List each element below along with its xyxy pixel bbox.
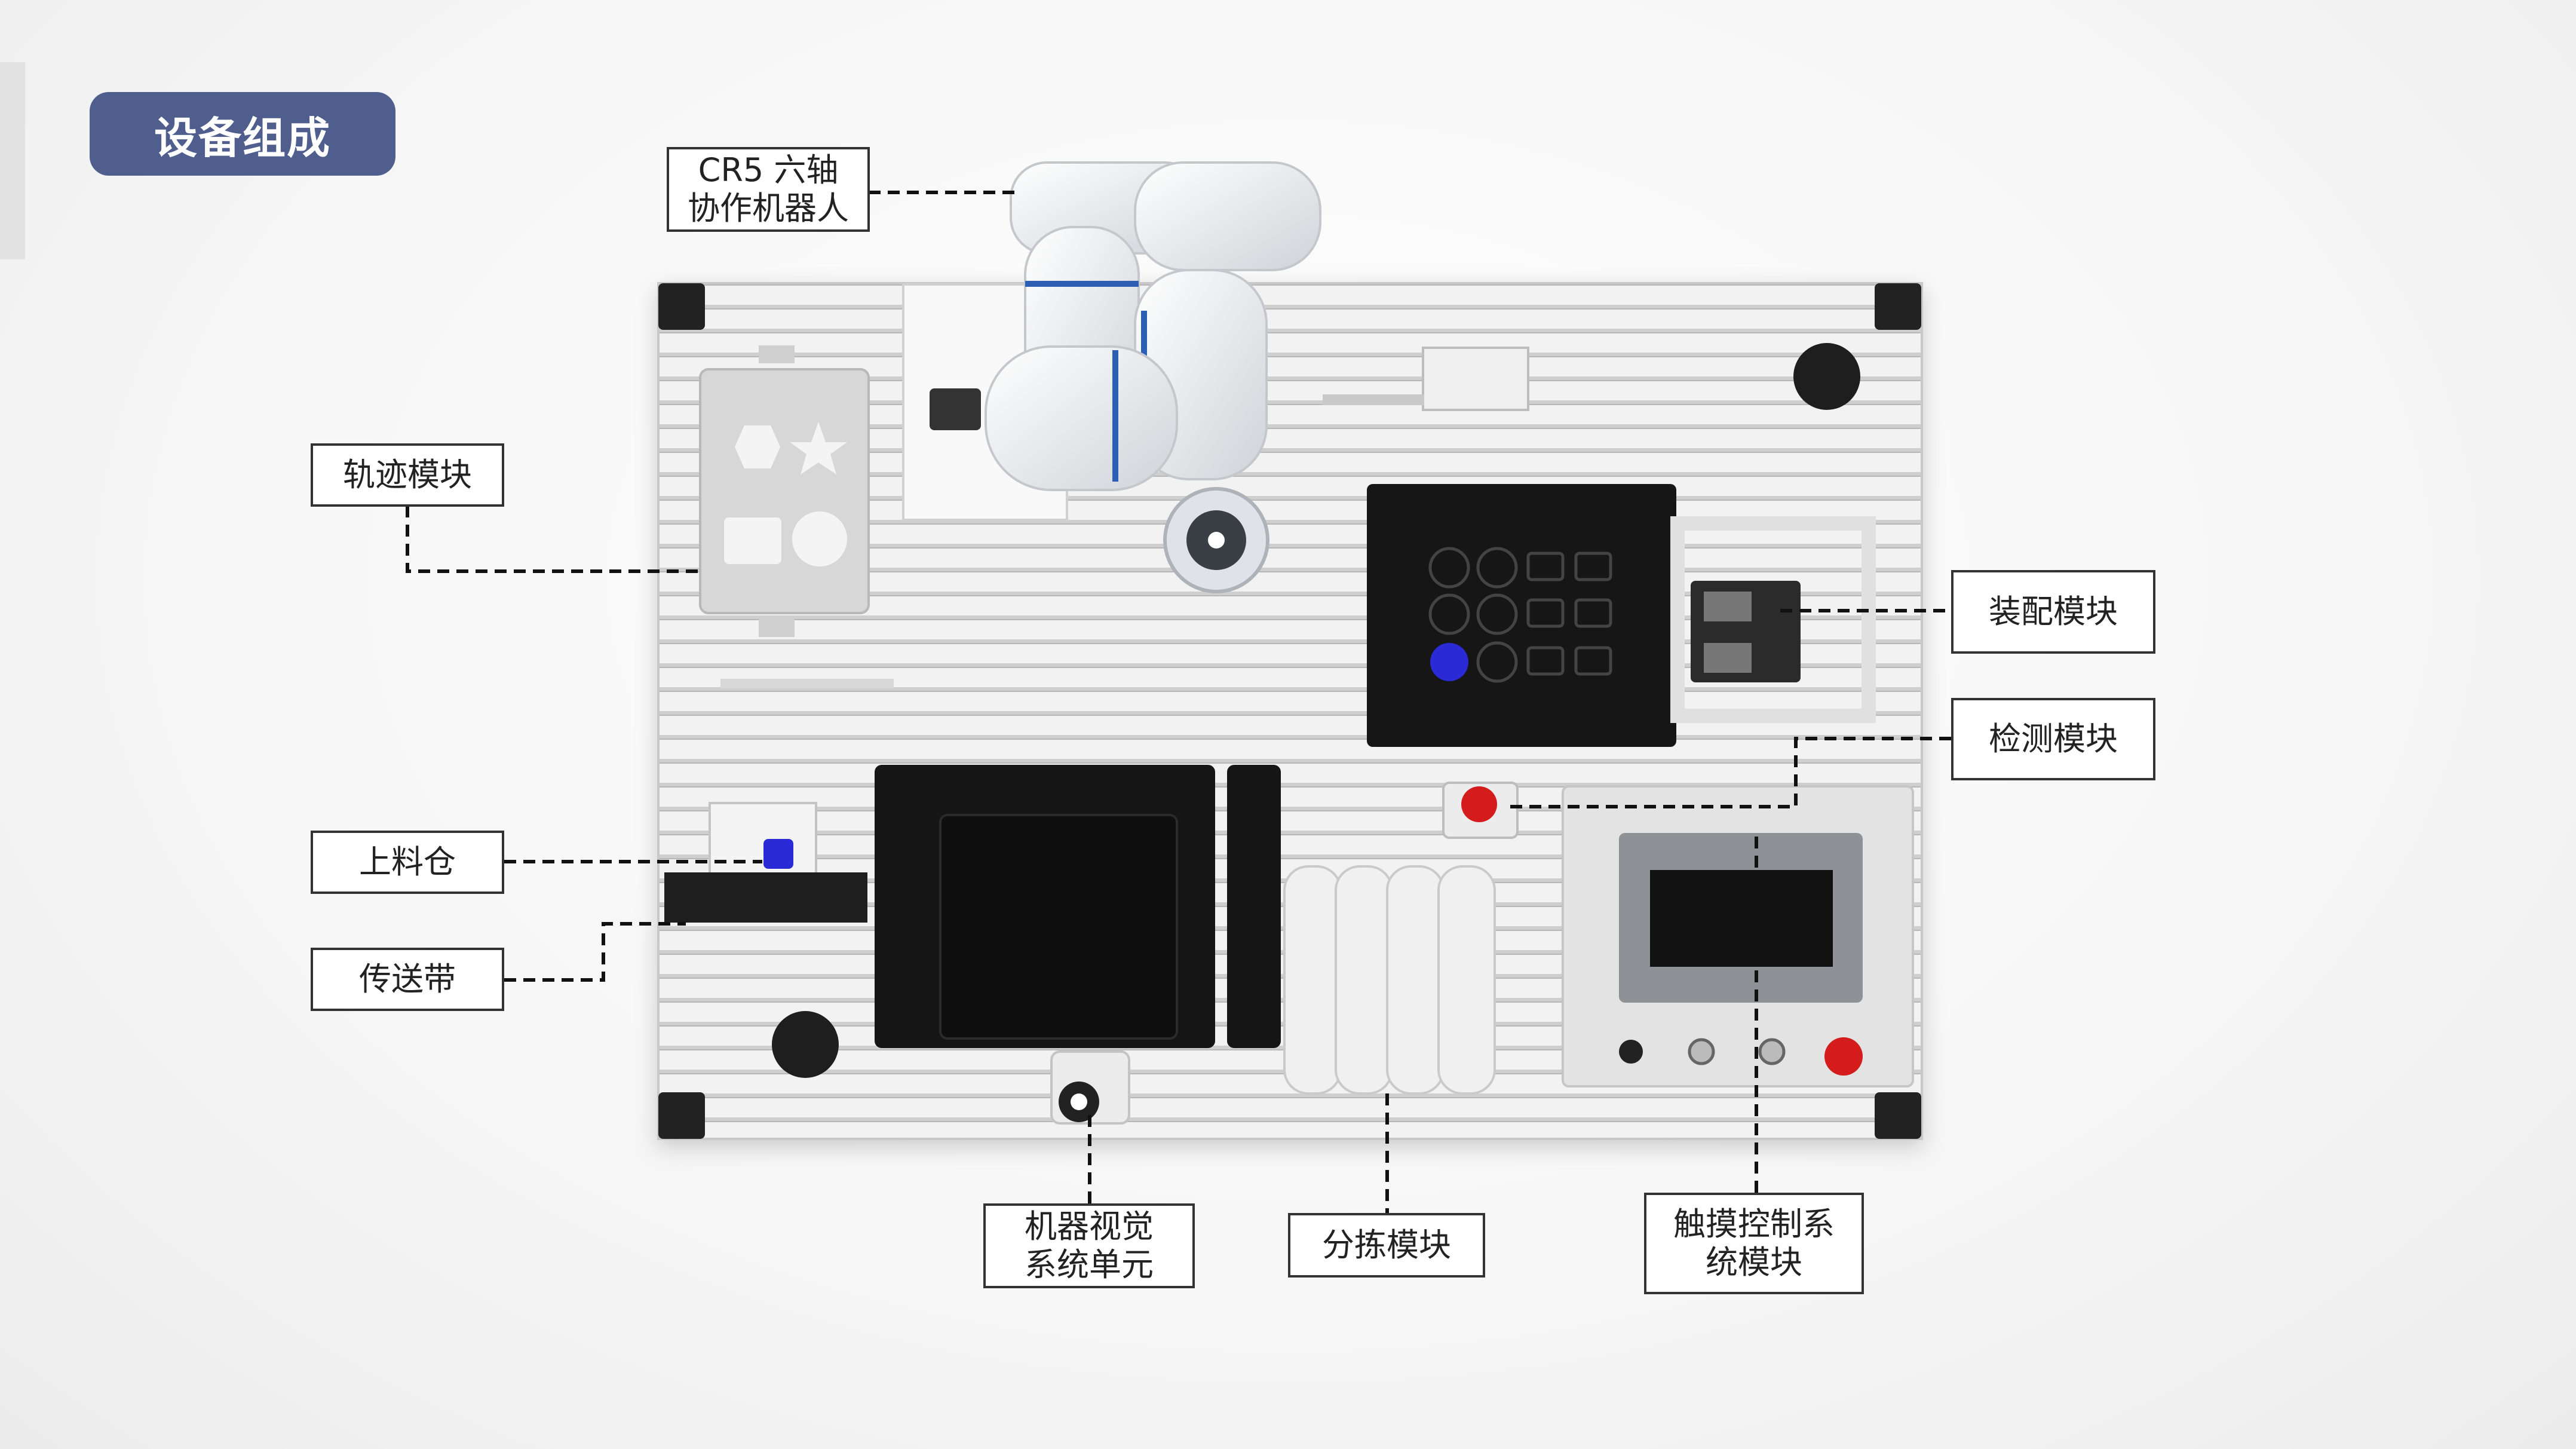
side-accent-bar [0, 62, 25, 259]
base-corner-top-left [658, 283, 705, 330]
label-robot: CR5 六轴 协作机器人 [667, 147, 870, 232]
label-sorting: 分拣模块 [1288, 1213, 1485, 1278]
label-vision: 机器视觉 系统单元 [983, 1203, 1195, 1288]
label-conveyor: 传送带 [311, 948, 504, 1011]
leader-trajectory [406, 506, 700, 573]
label-robot-line2: 协作机器人 [688, 189, 849, 227]
sorting-channels [1283, 865, 1496, 1095]
leader-conveyor [504, 922, 686, 982]
sensor-probe [1323, 394, 1424, 405]
label-feeder: 上料仓 [311, 831, 504, 894]
base-corner-bottom-left [658, 1092, 705, 1139]
label-touch-control: 触摸控制系 统模块 [1644, 1193, 1864, 1294]
leader-lines [406, 191, 1951, 1217]
label-vision-line1: 机器视觉 [1025, 1208, 1154, 1245]
label-touch-line1: 触摸控制系 [1673, 1205, 1835, 1243]
assembly-fixture-frame [1670, 516, 1876, 723]
panel-red-button [1824, 1037, 1863, 1076]
label-trajectory: 轨迹模块 [311, 443, 504, 507]
assembly-board [1367, 484, 1676, 747]
feeder-blue-part [763, 839, 793, 869]
panel-grey-button-1 [1688, 1038, 1715, 1065]
base-corner-top-right [1875, 283, 1921, 330]
inspection-sensor [1442, 782, 1519, 839]
label-touch-line2: 统模块 [1706, 1243, 1802, 1281]
vision-system-enclosure [875, 765, 1281, 1125]
panel-info-button [1619, 1040, 1643, 1064]
panel-grey-button-2 [1758, 1038, 1786, 1065]
gripper-tool [930, 388, 981, 430]
label-assembly: 装配模块 [1951, 570, 2155, 654]
label-robot-line1: CR5 六轴 [698, 151, 839, 189]
label-inspection: 检测模块 [1951, 698, 2155, 780]
conveyor-belt [664, 872, 867, 923]
top-right-knob [1793, 343, 1860, 410]
label-vision-line2: 系统单元 [1025, 1246, 1154, 1283]
rail-guide [720, 679, 894, 688]
trajectory-plate [699, 345, 870, 637]
touch-control-panel [1562, 785, 1914, 1087]
limit-sensor-bracket [1422, 347, 1529, 411]
leader-inspection [1505, 737, 1951, 808]
page-title: 设备组成 [90, 92, 395, 176]
bottom-left-knob [772, 1011, 839, 1078]
blue-assembly-puck [1430, 643, 1468, 681]
cr5-robot-arm [985, 161, 1321, 593]
base-corner-bottom-right [1875, 1092, 1921, 1139]
